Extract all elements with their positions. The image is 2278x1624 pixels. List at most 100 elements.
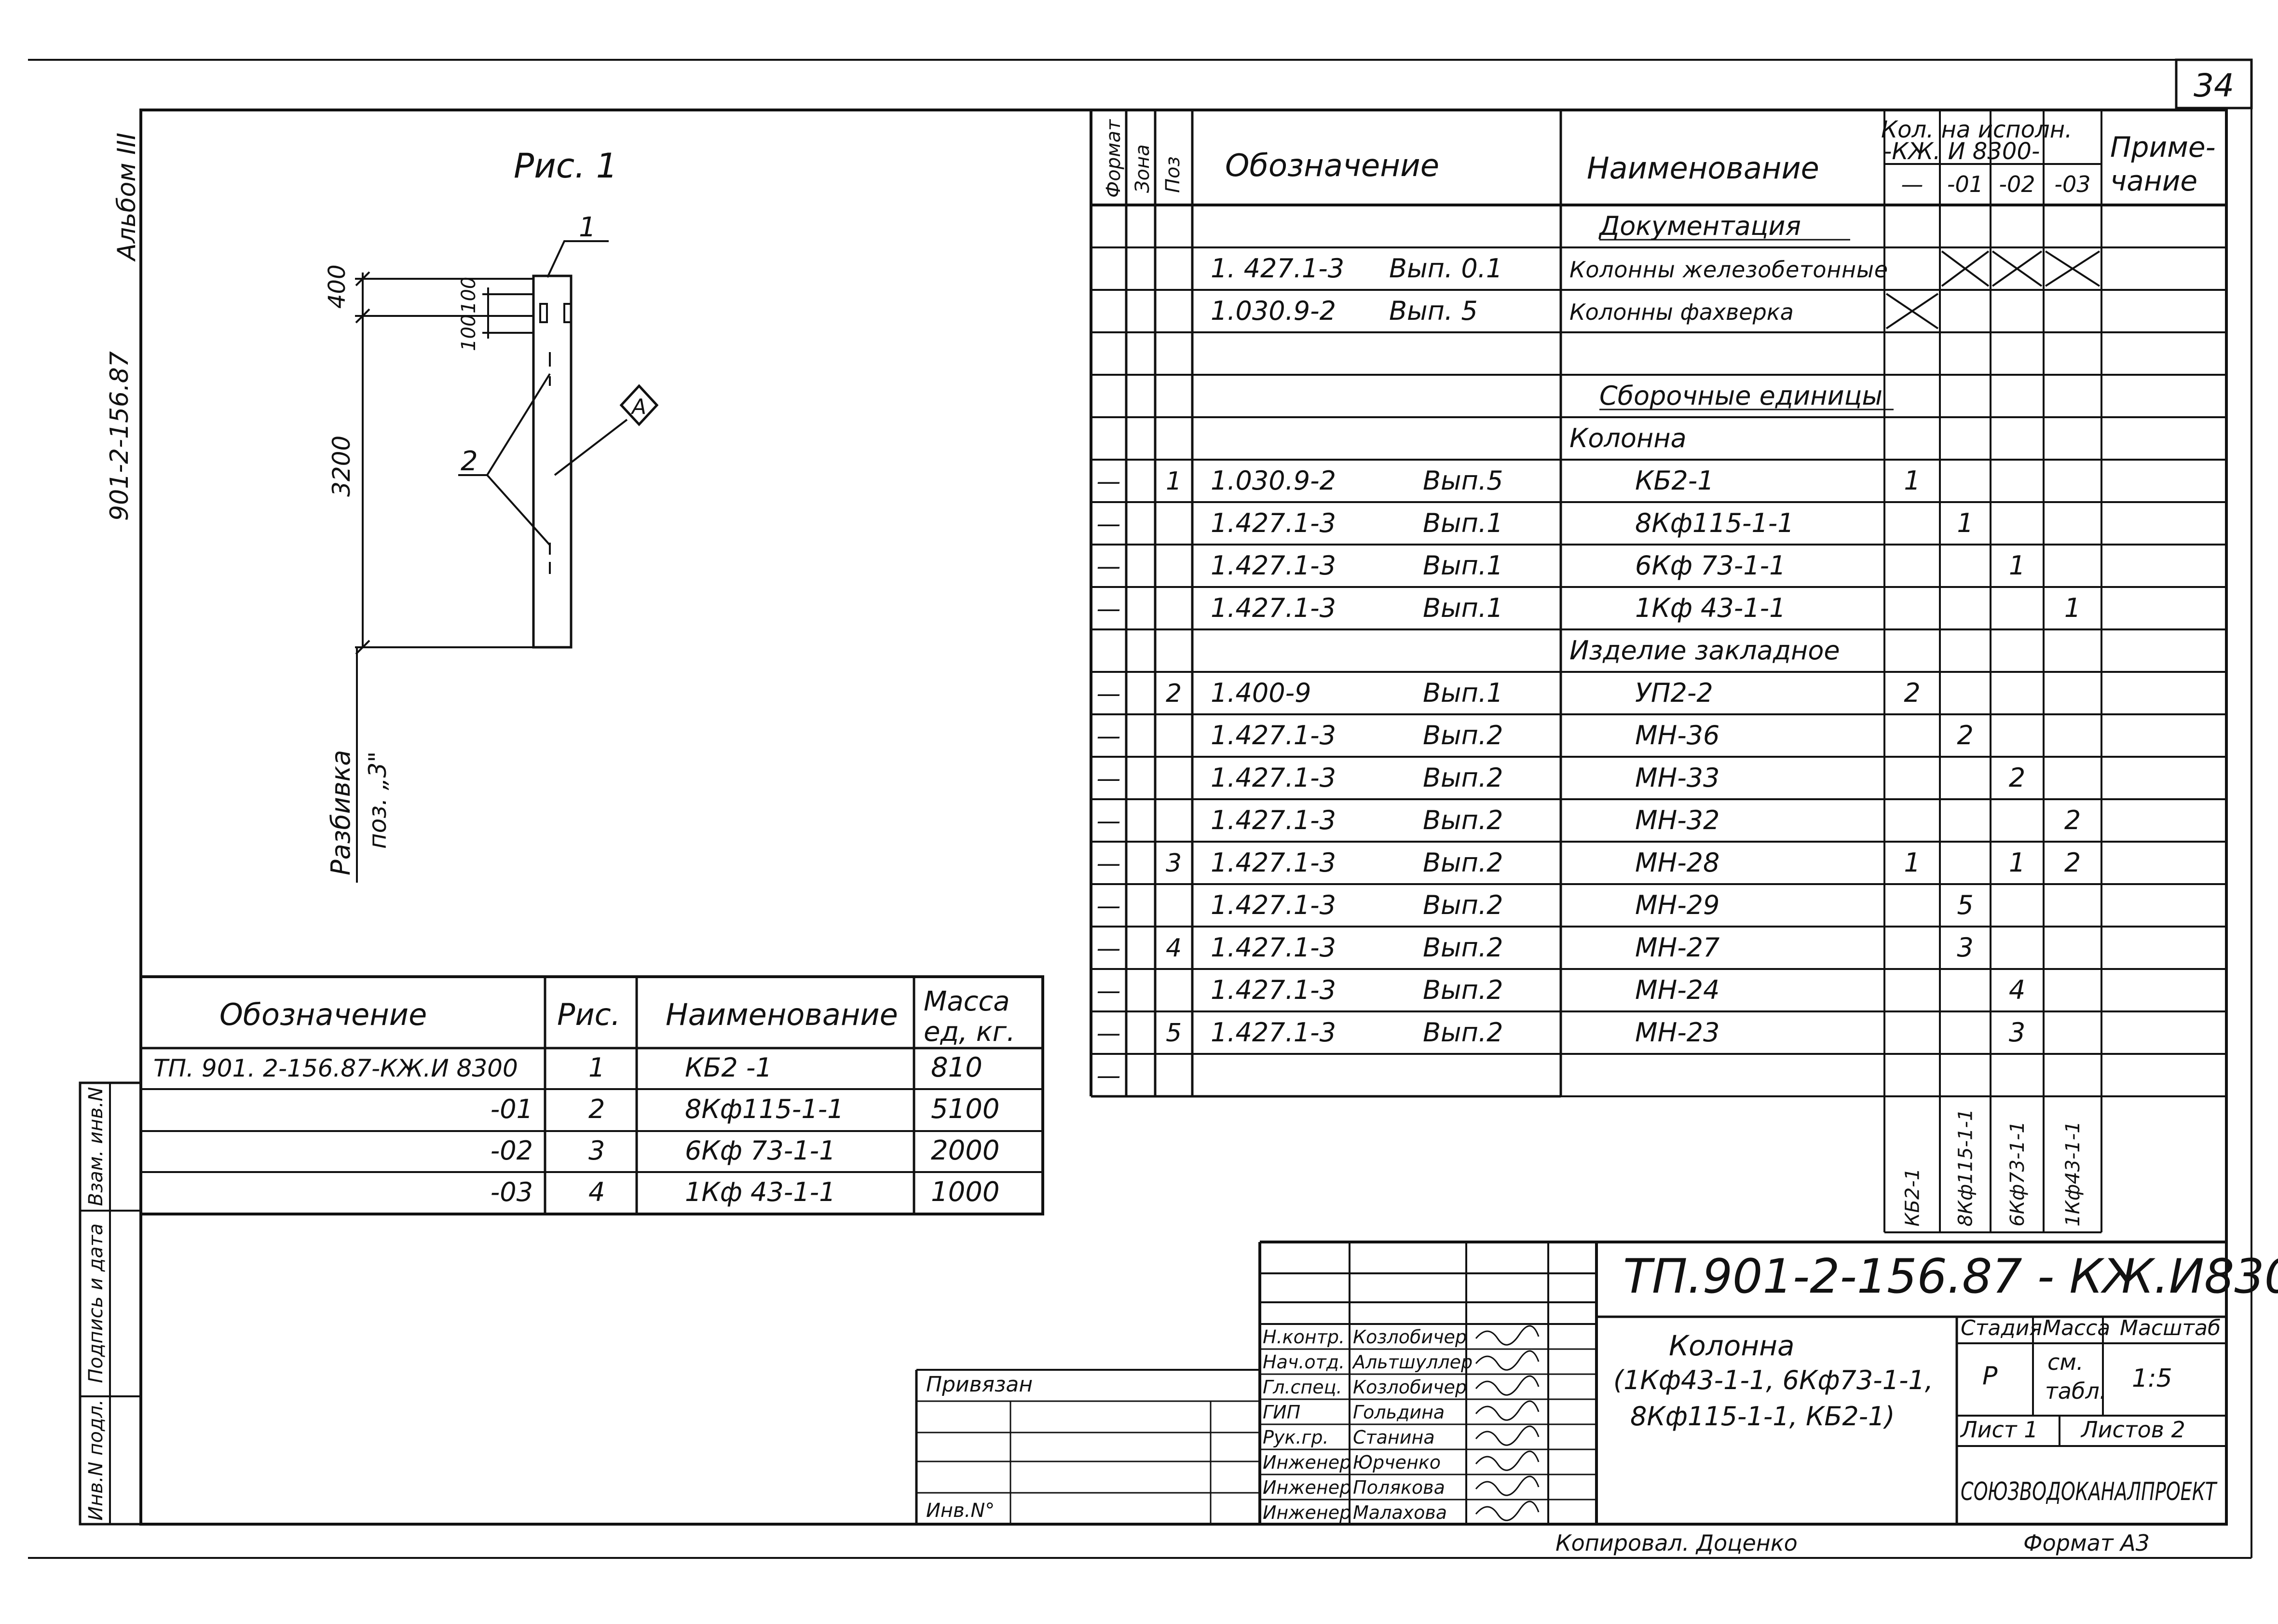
copied-by: Копировал. Доценко — [1555, 1530, 1798, 1556]
spec-name: Колонна — [1569, 423, 1687, 453]
role-title: ГИП — [1263, 1402, 1300, 1423]
mass-label: Масса — [2043, 1316, 2110, 1340]
sheet-format: Формат А3 — [2023, 1530, 2150, 1556]
column-figure: Рис. 1 1 2 A 400 100 100 3200 — [324, 146, 659, 883]
mass-table-mass: 2000 — [931, 1135, 1000, 1166]
spec-table: Формат Зона Поз Обозначение Наименование… — [1090, 110, 2226, 1233]
spec-header-qty-col: -03 — [2054, 171, 2090, 197]
spec-designation: 1.427.1-3 — [1211, 932, 1336, 963]
spec-name: МН-29 — [1635, 890, 1719, 920]
spec-qty: 5 — [1957, 890, 1973, 920]
spec-issue: Вып.2 — [1423, 847, 1503, 878]
signature — [1475, 1501, 1540, 1521]
role-title: Гл.спец. — [1263, 1377, 1342, 1398]
spec-designation: 1.427.1-3 — [1211, 550, 1336, 581]
signature — [1475, 1475, 1540, 1496]
spec-issue: Вып. 0.1 — [1389, 253, 1502, 284]
spec-foot-label: 1Кф43-1-1 — [2062, 1121, 2084, 1227]
mass-table-name: 8Кф115-1-1 — [685, 1094, 844, 1124]
spec-header-qty-col: — — [1901, 171, 1923, 197]
title-desc-3: 8Кф115-1-1, КБ2-1) — [1630, 1401, 1895, 1432]
role-name: Юрченко — [1353, 1452, 1441, 1473]
spec-format: — — [1097, 552, 1121, 580]
spec-issue: Вып.2 — [1423, 890, 1503, 920]
spec-pos: 4 — [1166, 934, 1182, 963]
spec-format: — — [1097, 680, 1121, 708]
spec-qty: 1 — [2009, 847, 2025, 878]
mass-table-header-unit: ед, кг. — [924, 1016, 1015, 1048]
album-label: Альбом III — [112, 133, 141, 262]
mass-table: Обозначение Рис. Наименование Масса ед, … — [139, 975, 1044, 1215]
role-title: Инженер — [1263, 1502, 1351, 1523]
spec-format: — — [1097, 892, 1121, 920]
spec-format: — — [1097, 467, 1121, 495]
mass-table-fig: 2 — [588, 1094, 605, 1124]
page-number: 34 — [2194, 67, 2234, 104]
spec-foot-label: КБ2-1 — [1902, 1168, 1924, 1227]
scale-label: Масштаб — [2120, 1316, 2221, 1340]
organization: СОЮЗВОДОКАНАЛПРОЕКТ — [1961, 1477, 2218, 1506]
spec-format: — — [1097, 977, 1121, 1005]
signature — [1475, 1400, 1540, 1421]
stage-label: Стадия — [1961, 1316, 2042, 1340]
dim-100b: 100 — [458, 314, 480, 351]
spec-issue: Вып.2 — [1423, 805, 1503, 835]
spec-format: — — [1097, 510, 1121, 538]
spec-name: УП2-2 — [1635, 678, 1713, 708]
spec-issue: Вып.1 — [1423, 508, 1503, 538]
spec-name: Колонны фахверка — [1569, 299, 1794, 325]
spec-name: 1Кф 43-1-1 — [1635, 593, 1786, 623]
spec-designation: 1.400-9 — [1211, 678, 1311, 708]
spec-format: — — [1097, 807, 1121, 835]
mass-table-fig: 4 — [588, 1177, 605, 1207]
spec-foot-label: 6Кф73-1-1 — [2006, 1121, 2029, 1227]
spec-name: МН-36 — [1635, 720, 1719, 751]
spec-qty: 1 — [1904, 465, 1920, 496]
sheet-label: Лист 1 — [1960, 1417, 2038, 1443]
layout-note-1: Разбивка — [326, 750, 356, 875]
spec-pos: 5 — [1166, 1019, 1182, 1048]
spec-name: Сборочные единицы — [1599, 381, 1882, 411]
spec-header-qty-col: -02 — [1999, 171, 2035, 197]
bound-label: Привязан — [926, 1372, 1033, 1397]
spec-header-pos: Поз — [1162, 156, 1184, 193]
spec-issue: Вып.1 — [1423, 550, 1503, 581]
dim-3200: 3200 — [327, 436, 355, 497]
spec-designation: 1.030.9-2 — [1211, 296, 1336, 326]
role-title: Инженер — [1263, 1477, 1351, 1498]
role-title: Рук.гр. — [1263, 1427, 1329, 1448]
spec-name: МН-28 — [1635, 847, 1719, 878]
spec-pos: 1 — [1166, 467, 1182, 496]
spec-name: Колонны железобетонные — [1569, 257, 1888, 283]
spec-name: МН-23 — [1635, 1017, 1719, 1048]
mass-table-designation: -01 — [491, 1094, 533, 1124]
spec-format: — — [1097, 764, 1121, 792]
leader-2-label: 2 — [461, 446, 478, 477]
role-name: Гольдина — [1353, 1402, 1445, 1423]
role-name: Полякова — [1353, 1477, 1445, 1498]
role-title: Нач.отд. — [1263, 1351, 1345, 1373]
spec-designation: 1.427.1-3 — [1211, 805, 1336, 835]
mass-table-designation: -03 — [491, 1177, 533, 1207]
spec-issue: Вып.5 — [1423, 465, 1503, 496]
dim-100a: 100 — [458, 277, 480, 314]
spec-header-note-1: Приме- — [2110, 131, 2216, 164]
cross-mark — [2045, 250, 2101, 287]
dim-400: 400 — [324, 264, 351, 309]
spec-qty: 2 — [2064, 847, 2081, 878]
stamp-sign-date: Подпись и дата — [85, 1223, 107, 1383]
spec-designation: 1.030.9-2 — [1211, 465, 1336, 496]
spec-designation: 1.427.1-3 — [1211, 763, 1336, 793]
mass-table-fig: 3 — [588, 1135, 605, 1166]
mass-value-1: см. — [2047, 1349, 2084, 1375]
stage-value: Р — [1982, 1362, 1998, 1391]
spec-name: МН-27 — [1635, 932, 1719, 963]
left-margin-stamp: Инв.N подл. Подпись и дата Взам. инв.N — [79, 1081, 142, 1526]
spec-format: — — [1097, 849, 1121, 877]
spec-qty: 2 — [1957, 720, 1973, 751]
spec-issue: Вып.1 — [1423, 678, 1503, 708]
side-code: 901-2-156.87 — [105, 351, 134, 521]
mass-table-header-mass: Масса — [924, 986, 1010, 1017]
sheet-frame — [28, 58, 2253, 1559]
role-title: Инженер — [1263, 1452, 1351, 1473]
